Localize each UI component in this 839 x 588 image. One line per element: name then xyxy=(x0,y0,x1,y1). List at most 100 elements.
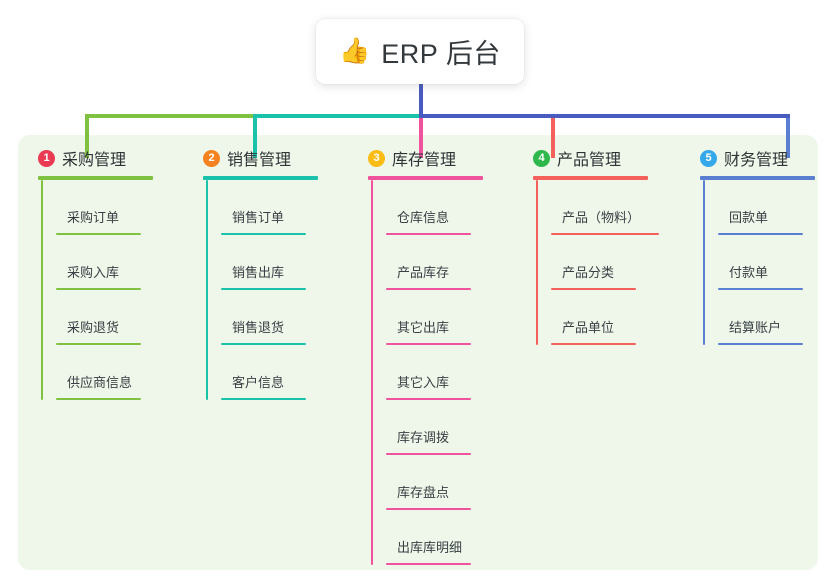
column-header[interactable]: 3 库存管理 xyxy=(368,146,483,170)
column-item-underline xyxy=(718,233,803,235)
column-header-underline xyxy=(368,176,483,180)
column-item-underline xyxy=(551,343,636,345)
column-item[interactable]: 销售订单 xyxy=(221,180,318,235)
column-item-underline xyxy=(56,288,141,290)
column-item-underline xyxy=(221,233,306,235)
column-spine xyxy=(371,180,373,565)
column-item[interactable]: 销售出库 xyxy=(221,235,318,290)
column-header[interactable]: 2 销售管理 xyxy=(203,146,318,170)
column-title: 采购管理 xyxy=(62,152,127,169)
column-item-label: 产品单位 xyxy=(562,320,615,335)
column-sales: 2 销售管理销售订单销售出库销售退货客户信息 xyxy=(203,146,318,400)
column-item-label: 回款单 xyxy=(729,210,769,225)
column-item-underline xyxy=(56,233,141,235)
column-item-label: 付款单 xyxy=(729,265,769,280)
column-item-label: 库存调拨 xyxy=(397,430,450,445)
column-purchasing: 1 采购管理采购订单采购入库采购退货供应商信息 xyxy=(38,146,153,400)
connector-drop-inventory xyxy=(419,114,423,158)
column-item[interactable]: 回款单 xyxy=(718,180,815,235)
column-item[interactable]: 产品库存 xyxy=(386,235,483,290)
column-item[interactable]: 出库库明细 xyxy=(386,510,483,565)
column-number-badge: 4 xyxy=(533,149,550,167)
column-spine xyxy=(206,180,208,400)
column-item-label: 其它入库 xyxy=(397,375,450,390)
column-item[interactable]: 库存盘点 xyxy=(386,455,483,510)
column-item[interactable]: 仓库信息 xyxy=(386,180,483,235)
column-items: 产品（物料） 产品分类产品单位 xyxy=(533,180,659,345)
diagram-panel xyxy=(18,135,818,570)
column-item-underline xyxy=(386,508,471,510)
column-item-underline xyxy=(56,398,141,400)
column-item-underline xyxy=(386,453,471,455)
column-item-underline xyxy=(56,343,141,345)
column-finance: 5 财务管理回款单付款单结算账户 xyxy=(700,146,815,345)
column-items: 销售订单销售出库销售退货客户信息 xyxy=(203,180,318,400)
column-item[interactable]: 供应商信息 xyxy=(56,345,153,400)
column-item[interactable]: 产品（物料） xyxy=(551,180,659,235)
column-item[interactable]: 库存调拨 xyxy=(386,400,483,455)
column-item[interactable]: 其它入库 xyxy=(386,345,483,400)
column-item[interactable]: 客户信息 xyxy=(221,345,318,400)
column-spine xyxy=(536,180,538,345)
column-item-underline xyxy=(221,398,306,400)
column-item-underline xyxy=(551,233,659,235)
column-header-underline xyxy=(700,176,815,180)
column-item-label: 供应商信息 xyxy=(67,375,133,390)
column-item-label: 仓库信息 xyxy=(397,210,450,225)
thumbs-up-icon: 👍 xyxy=(339,37,371,65)
column-item-underline xyxy=(386,233,471,235)
connector-bus-right xyxy=(419,114,790,118)
column-item-underline xyxy=(718,343,803,345)
column-item-label: 采购入库 xyxy=(67,265,120,280)
column-item-label: 库存盘点 xyxy=(397,485,450,500)
column-item-label: 客户信息 xyxy=(232,375,285,390)
column-item-label: 结算账户 xyxy=(729,320,782,335)
column-item[interactable]: 付款单 xyxy=(718,235,815,290)
column-item-label: 销售退货 xyxy=(232,320,285,335)
column-number-badge: 5 xyxy=(700,149,717,167)
column-spine xyxy=(41,180,43,400)
column-title: 财务管理 xyxy=(724,152,789,169)
column-item[interactable]: 其它出库 xyxy=(386,290,483,345)
column-item[interactable]: 采购订单 xyxy=(56,180,153,235)
column-item-underline xyxy=(551,288,636,290)
column-item[interactable]: 采购入库 xyxy=(56,235,153,290)
column-spine xyxy=(703,180,705,345)
column-item[interactable]: 产品分类 xyxy=(551,235,648,290)
root-node-card[interactable]: 👍 ERP 后台 xyxy=(316,19,524,84)
connector-drop-sales xyxy=(253,114,257,158)
column-item-underline xyxy=(221,343,306,345)
column-item[interactable]: 销售退货 xyxy=(221,290,318,345)
column-item-underline xyxy=(386,398,471,400)
column-title: 库存管理 xyxy=(392,152,457,169)
column-item[interactable]: 采购退货 xyxy=(56,290,153,345)
connector-root-vertical xyxy=(419,84,423,116)
connector-drop-purchasing xyxy=(85,114,89,158)
column-item[interactable]: 产品单位 xyxy=(551,290,648,345)
column-item[interactable]: 结算账户 xyxy=(718,290,815,345)
column-item-underline xyxy=(386,343,471,345)
column-item-label: 产品（物料） xyxy=(562,210,641,225)
column-item-underline xyxy=(386,288,471,290)
column-header[interactable]: 5 财务管理 xyxy=(700,146,815,170)
column-number-badge: 2 xyxy=(203,149,220,167)
column-title: 销售管理 xyxy=(227,152,292,169)
column-item-label: 出库库明细 xyxy=(397,540,463,555)
column-item-label: 销售出库 xyxy=(232,265,285,280)
column-inventory: 3 库存管理仓库信息产品库存其它出库其它入库库存调拨库存盘点出库库明细 xyxy=(368,146,483,565)
connector-bus-left xyxy=(85,114,254,118)
column-item-underline xyxy=(718,288,803,290)
column-item-underline xyxy=(221,288,306,290)
connector-bus-middle xyxy=(253,114,421,118)
column-number-badge: 3 xyxy=(368,149,385,167)
connector-drop-finance xyxy=(786,114,790,158)
column-header[interactable]: 1 采购管理 xyxy=(38,146,153,170)
column-number-badge: 1 xyxy=(38,149,55,167)
column-item-label: 其它出库 xyxy=(397,320,450,335)
column-header-underline xyxy=(203,176,318,180)
column-item-label: 销售订单 xyxy=(232,210,285,225)
column-item-label: 产品库存 xyxy=(397,265,450,280)
column-item-underline xyxy=(386,563,471,565)
